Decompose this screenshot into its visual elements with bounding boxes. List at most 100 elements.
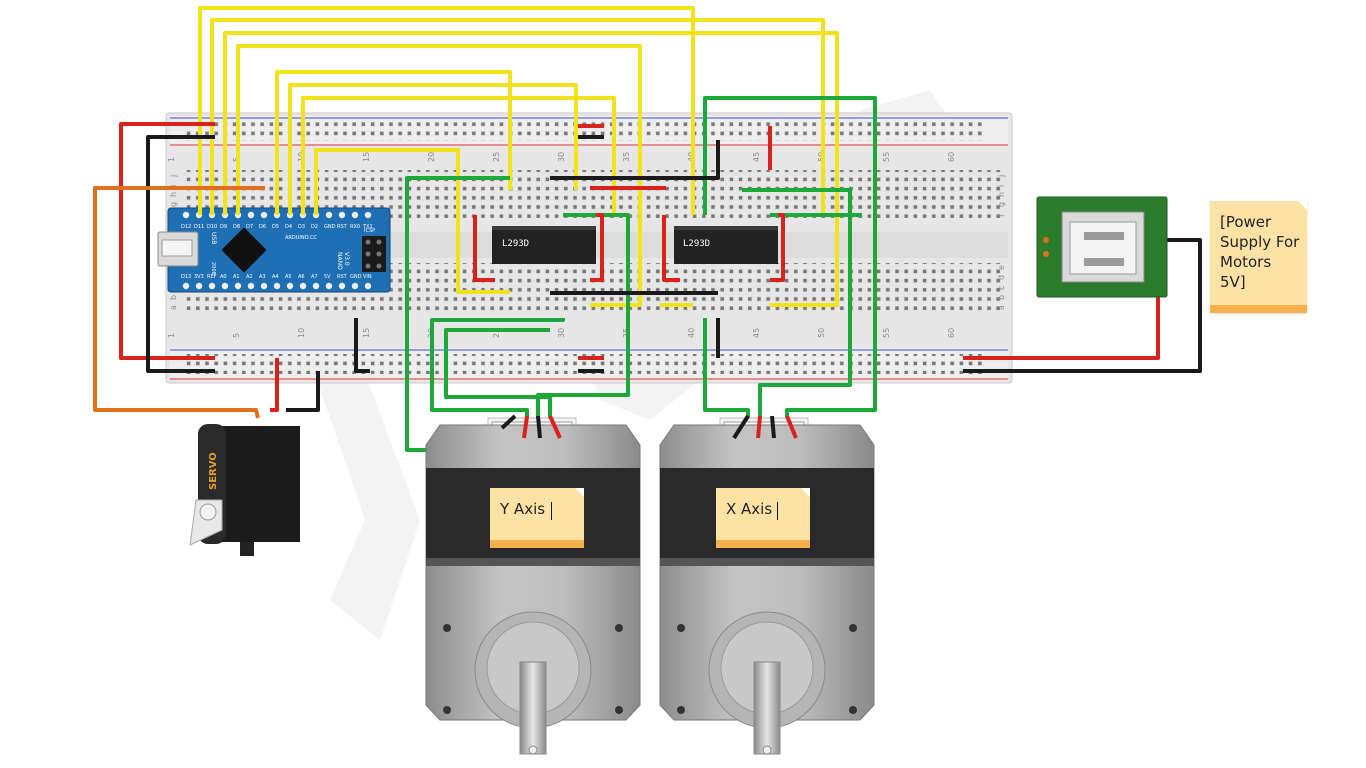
icsp-label: ICSP [364, 228, 375, 234]
column-number: 15 [362, 328, 371, 338]
column-number: 30 [557, 328, 566, 338]
arduino-pin-pad [234, 282, 242, 290]
column-number: 60 [947, 152, 956, 162]
arduino-pin-pad [221, 282, 229, 290]
arduino-pin-label: D13 [181, 274, 191, 280]
arduino-brand-label: ARDUINO.CC [285, 235, 317, 241]
arduino-pin-label: VIN [363, 274, 372, 280]
column-number: 55 [882, 152, 891, 162]
arduino-pin-label: REF [207, 274, 217, 280]
column-number: 60 [947, 328, 956, 338]
arduino-pin-pad [299, 282, 307, 290]
column-number: 20 [427, 152, 436, 162]
arduino-pin-label: D2 [311, 224, 318, 230]
y-axis-note-text: Y Axis [500, 500, 546, 518]
l293d-chip-2: L293D [674, 226, 778, 264]
arduino-pin-label: D7 [246, 224, 253, 230]
column-number: 1 [167, 333, 176, 338]
row-letter: j [169, 175, 178, 178]
column-number: 25 [492, 152, 501, 162]
arduino-pin-pad [286, 282, 294, 290]
row-letter: i [169, 185, 178, 187]
icsp-header [362, 236, 386, 272]
arduino-pin-label: A1 [233, 274, 240, 280]
l293d-label-1: L293D [502, 239, 529, 249]
stepper-motor-y [425, 417, 641, 755]
arduino-pin-pad [208, 282, 216, 290]
arduino-pin-label: D12 [181, 224, 191, 230]
arduino-pin-pad [182, 211, 190, 219]
column-number: 50 [817, 328, 826, 338]
arduino-pin-pad [351, 211, 359, 219]
arduino-pin-label: A3 [259, 274, 266, 280]
arduino-pin-pad [338, 211, 346, 219]
column-number: 40 [687, 328, 696, 338]
arduino-pin-pad [273, 282, 281, 290]
arduino-pin-pad [260, 282, 268, 290]
motor-connector-wires [500, 414, 798, 440]
power-supply-note-text: [Power Supply For Motors 5V] [1220, 213, 1300, 291]
column-number: 10 [297, 328, 306, 338]
column-number: 30 [557, 152, 566, 162]
arduino-pin-pad [364, 282, 372, 290]
wires-black [146, 135, 1202, 412]
arduino-year-label: 2008 [210, 262, 216, 275]
row-letter: d [997, 275, 1006, 280]
arduino-pin-label: 5V [324, 274, 331, 280]
arduino-pin-label: D3 [298, 224, 305, 230]
wires-green [405, 96, 877, 452]
row-letter: h [997, 192, 1006, 197]
arduino-pin-label: D4 [285, 224, 292, 230]
wires-orange [93, 186, 265, 419]
y-axis-note: Y Axis [490, 488, 584, 548]
arduino-pin-pad [351, 282, 359, 290]
row-letter: j [997, 175, 1006, 178]
arduino-pin-label: RX0 [350, 224, 360, 230]
column-number: 35 [622, 152, 631, 162]
x-axis-note: X Axis [716, 488, 810, 548]
arduino-pin-label: GND [324, 224, 336, 230]
arduino-pin-pad [247, 282, 255, 290]
row-letter: c [997, 286, 1006, 290]
arduino-pin-label: A4 [272, 274, 279, 280]
servo-label: SERVO [208, 452, 219, 490]
row-letter: b [169, 295, 178, 300]
row-letter: h [169, 192, 178, 197]
microcontroller-chip [221, 227, 267, 273]
x-axis-note-text: X Axis [726, 500, 773, 518]
column-number: 45 [752, 328, 761, 338]
arduino-pin-label: RST [337, 224, 348, 230]
arduino-pin-label: A5 [285, 274, 292, 280]
column-number: 55 [882, 328, 891, 338]
column-number: 5 [232, 333, 241, 338]
column-number: 15 [362, 152, 371, 162]
arduino-pin-label: D5 [272, 224, 279, 230]
row-letter: e [997, 265, 1006, 270]
stepper-motor-x [659, 417, 875, 755]
arduino-pin-label: D11 [194, 224, 204, 230]
arduino-pin-pad [195, 282, 203, 290]
arduino-pin-label: RST [337, 274, 348, 280]
row-letter: a [997, 305, 1006, 310]
column-number: 45 [752, 152, 761, 162]
column-number: 1 [167, 157, 176, 162]
arduino-pin-pad [325, 282, 333, 290]
arduino-pin-row-bottom [182, 282, 372, 290]
row-letter: i [997, 185, 1006, 187]
arduino-pin-pad [312, 282, 320, 290]
arduino-pin-label: A2 [246, 274, 253, 280]
row-letter: f [997, 214, 1006, 217]
arduino-pin-label: A0 [220, 274, 227, 280]
arduino-pin-label: D8 [233, 224, 240, 230]
l293d-label-2: L293D [683, 239, 710, 249]
row-letter: g [997, 202, 1006, 207]
arduino-pin-label: TX1 [362, 224, 373, 230]
arduino-model-label: NANO [336, 252, 343, 270]
arduino-pin-pad [338, 282, 346, 290]
column-number: 25 [492, 328, 501, 338]
arduino-pin-label: D10 [207, 224, 217, 230]
row-letter: g [169, 202, 178, 207]
